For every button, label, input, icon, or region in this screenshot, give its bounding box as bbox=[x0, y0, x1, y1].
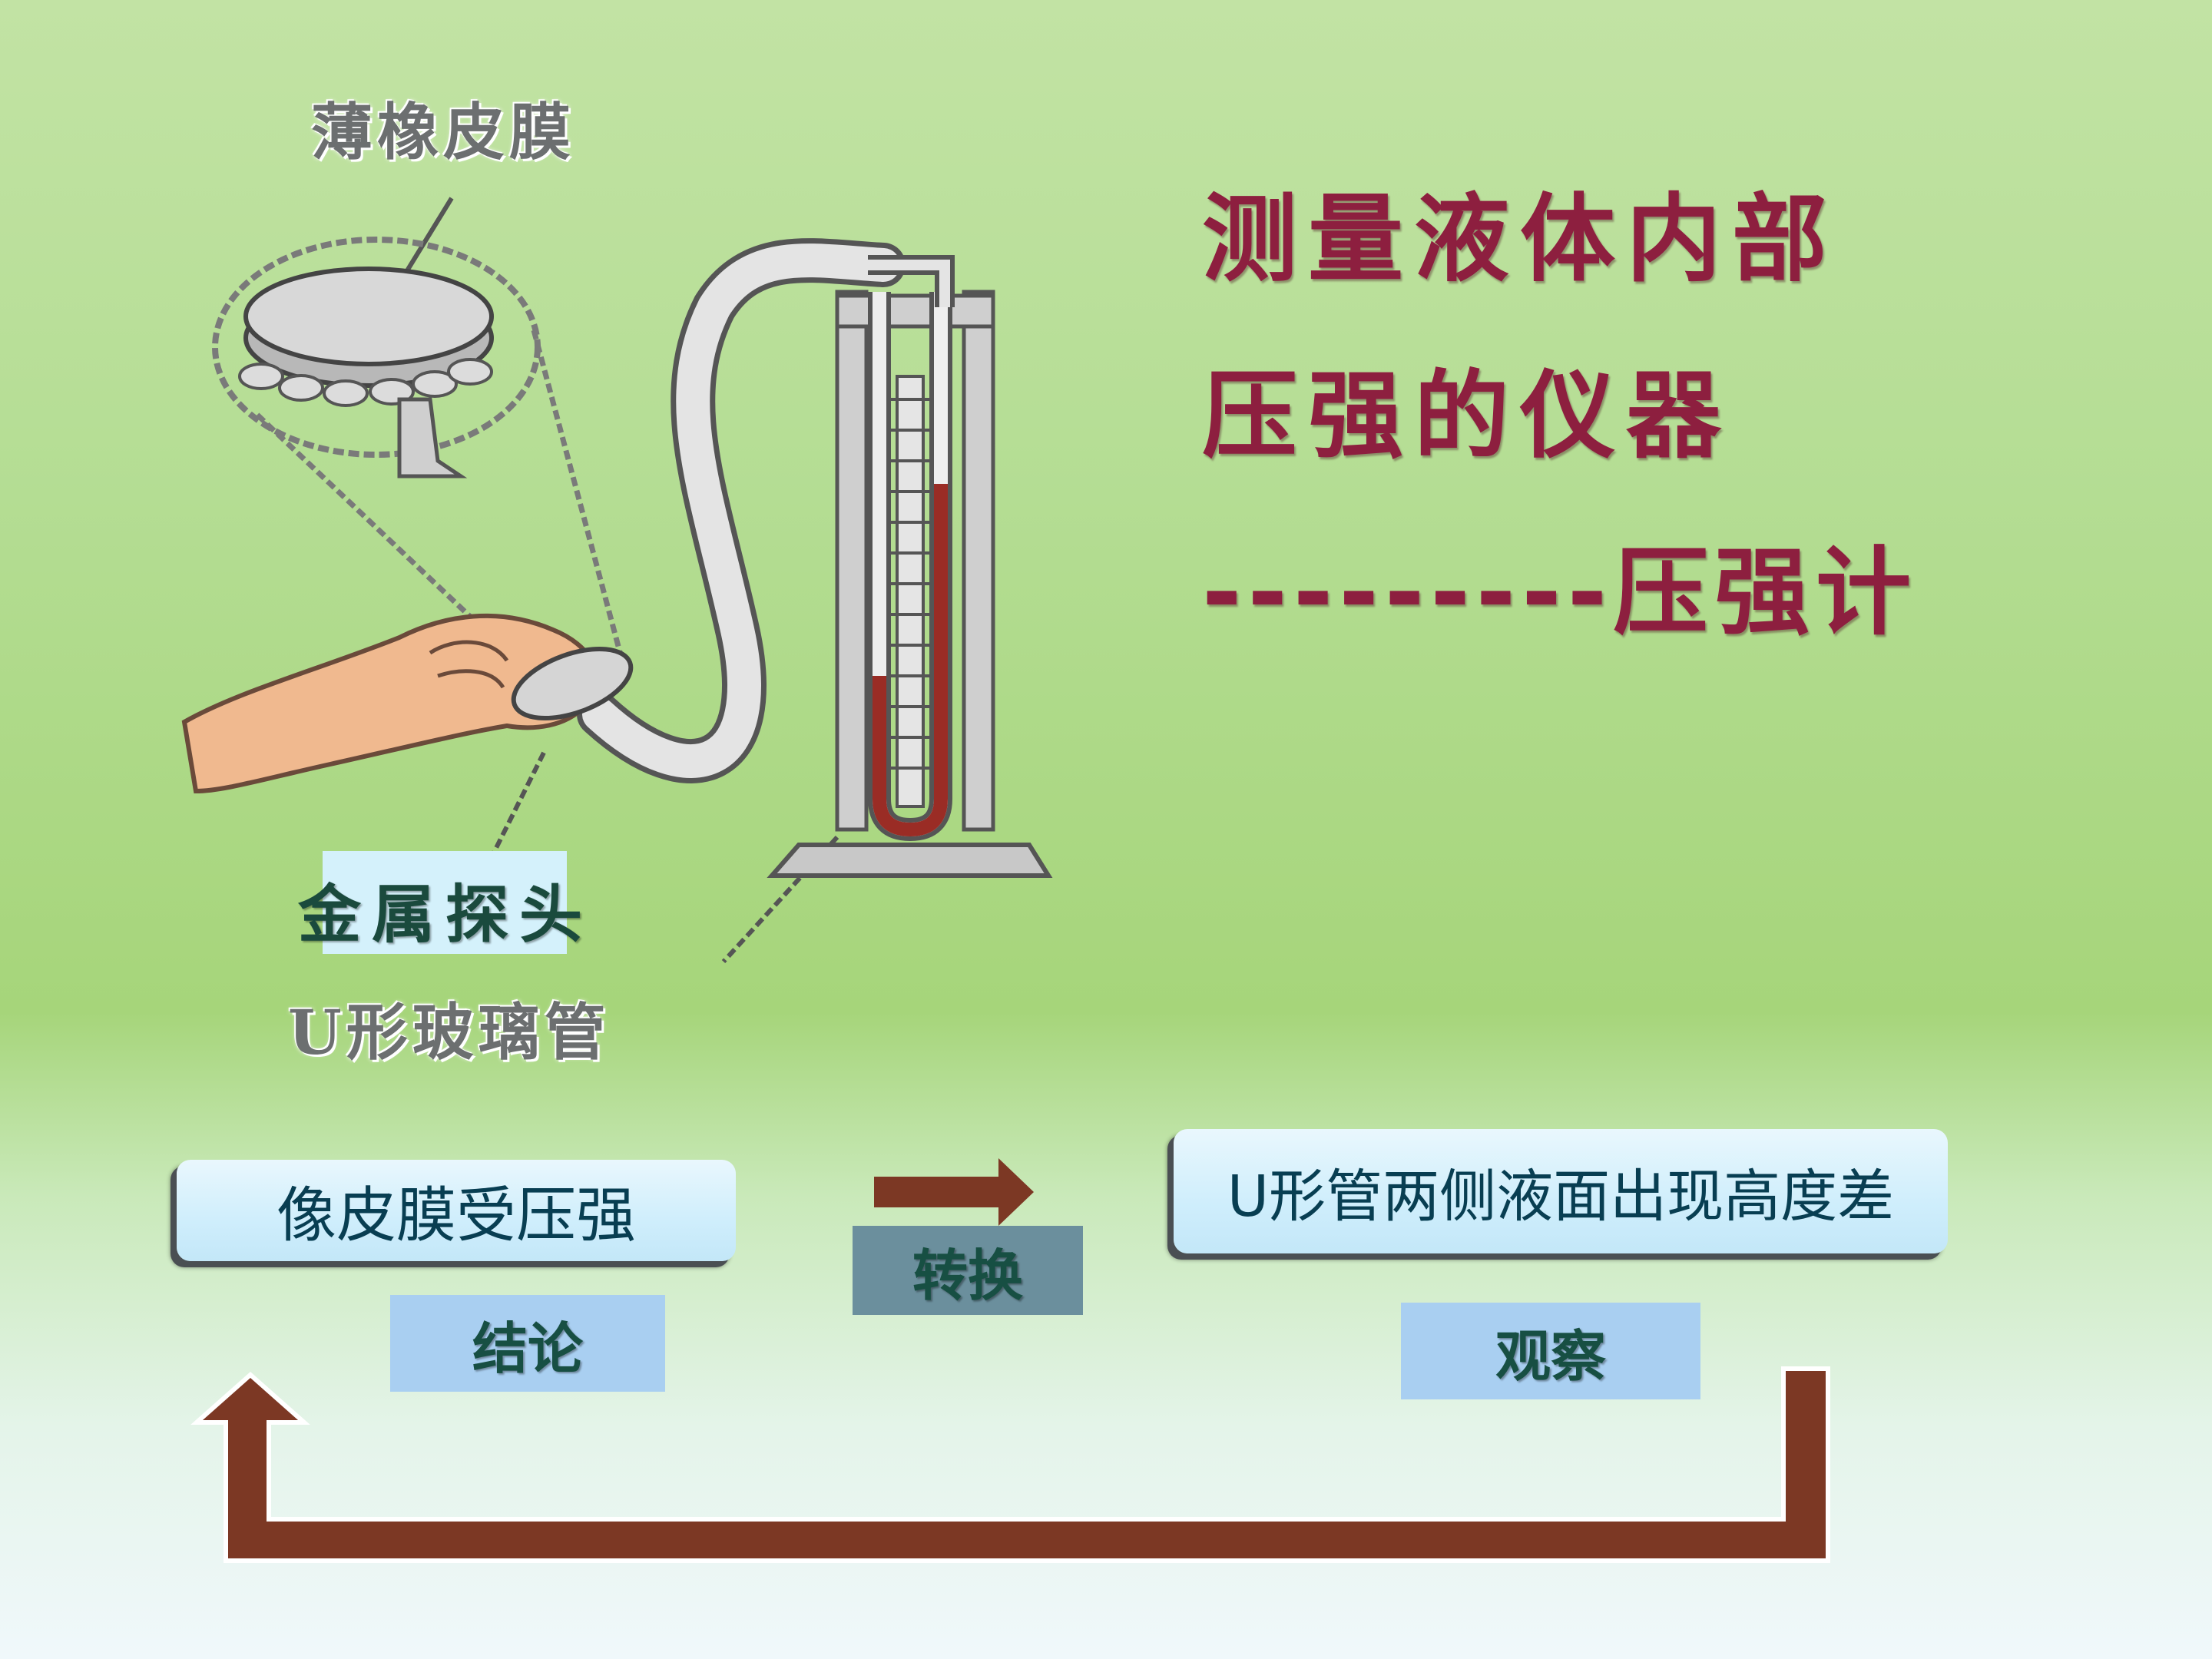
u-tube-liquid bbox=[873, 484, 948, 837]
metal-probe bbox=[511, 647, 634, 720]
u-tube-label: U形玻璃管 bbox=[288, 996, 611, 1068]
stand-board-right bbox=[962, 290, 995, 832]
membrane-disk bbox=[243, 267, 494, 366]
scale-ticks bbox=[883, 398, 935, 770]
stand-board-left bbox=[835, 290, 869, 832]
stand-base bbox=[767, 843, 1053, 878]
probe-rim-rings bbox=[238, 358, 493, 407]
convert-tag: 转换 bbox=[853, 1226, 1083, 1315]
membrane-pressure-box: 像皮膜受压强 bbox=[177, 1160, 736, 1261]
return-arrow bbox=[190, 1366, 1830, 1563]
probe-neck bbox=[397, 397, 468, 478]
convert-tag-text: 转换 bbox=[912, 1242, 1023, 1308]
probe-label-bg bbox=[323, 851, 567, 954]
probe-label: 金属探头 bbox=[298, 878, 594, 952]
title-line-2: 压强的仪器 bbox=[1202, 361, 1733, 472]
stand-top-bar bbox=[835, 293, 995, 329]
conclusion-tag: 结论 bbox=[390, 1295, 665, 1392]
membrane-pressure-text: 像皮膜受压强 bbox=[276, 1181, 636, 1250]
height-difference-box: U形管两侧液面出现高度差 bbox=[1174, 1129, 1948, 1253]
probe-leader-line bbox=[491, 751, 546, 856]
tube-connector-inner bbox=[868, 260, 950, 307]
hand-fingers bbox=[429, 640, 509, 689]
height-difference-text: U形管两侧液面出现高度差 bbox=[1227, 1163, 1895, 1230]
rubber-hose-inner bbox=[582, 243, 900, 778]
observe-tag-text: 观察 bbox=[1495, 1323, 1606, 1389]
right-arrow bbox=[874, 1158, 1034, 1226]
observe-tag: 观察 bbox=[1401, 1303, 1700, 1399]
scale-ruler bbox=[896, 375, 925, 808]
title-line-1: 测量液体内部 bbox=[1202, 184, 1839, 295]
membrane-label: 薄橡皮膜 bbox=[311, 96, 575, 168]
title-line-3: ---------压强计 bbox=[1202, 538, 1918, 648]
conclusion-tag-text: 结论 bbox=[472, 1315, 583, 1381]
